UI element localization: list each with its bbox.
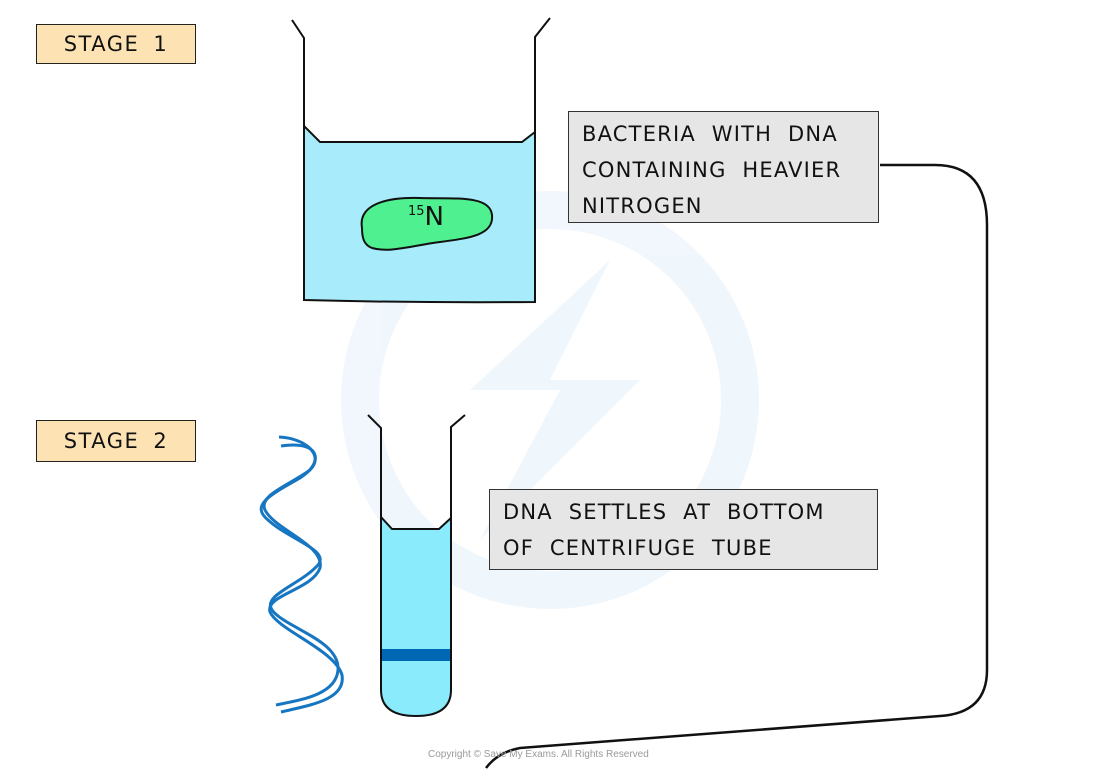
stage-1-label: STAGE 1 xyxy=(36,24,196,64)
stage-1-callout: BACTERIA WITH DNA CONTAINING HEAVIER NIT… xyxy=(568,111,879,223)
tube-liquid xyxy=(381,517,451,716)
beaker-outline xyxy=(291,17,551,304)
watermark-logo xyxy=(341,191,759,609)
copyright-notice: Copyright © Save My Exams. All Rights Re… xyxy=(428,749,649,760)
beaker xyxy=(291,17,551,304)
mass-number: 15 xyxy=(408,203,425,219)
stage-2-callout: DNA SETTLES AT BOTTOM OF CENTRIFUGE TUBE xyxy=(489,489,878,570)
tube-outline xyxy=(367,414,466,718)
callout-line: CONTAINING HEAVIER xyxy=(582,158,842,182)
stage-2-label: STAGE 2 xyxy=(36,420,196,462)
callout-line: BACTERIA WITH DNA xyxy=(582,122,838,146)
nitrogen-15-label: 15N xyxy=(408,202,444,232)
callout-line: NITROGEN xyxy=(582,194,703,218)
callout-line: DNA SETTLES AT BOTTOM xyxy=(503,500,825,524)
element-symbol: N xyxy=(424,202,444,232)
callout-line: OF CENTRIFUGE TUBE xyxy=(503,536,773,560)
connector-line xyxy=(485,163,989,769)
centrifuge-tube xyxy=(367,414,466,718)
dna-helix-icon xyxy=(259,435,344,714)
dna-band xyxy=(382,649,451,661)
bacterium-cell xyxy=(360,196,494,251)
